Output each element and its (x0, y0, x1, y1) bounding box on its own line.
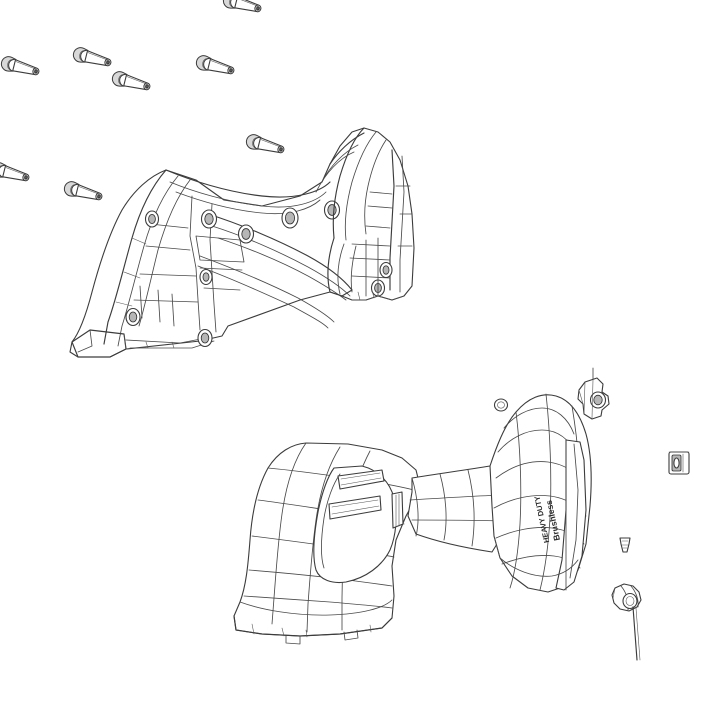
screw-5[interactable] (221, 0, 264, 16)
lever-part[interactable] (577, 367, 610, 420)
boss-hole-3 (237, 224, 255, 244)
screw-group (0, 0, 287, 204)
boss-hole-7 (125, 307, 141, 327)
boss-hole-2 (144, 210, 160, 228)
screw-2[interactable] (71, 45, 114, 70)
screw-6[interactable] (244, 132, 287, 157)
boss-hole-4 (281, 207, 299, 229)
vent-slots (313, 465, 404, 584)
tool-body-part[interactable]: Brushless HEAVY DUTY (233, 393, 592, 645)
top-pivot-button[interactable] (493, 398, 509, 412)
screw-3[interactable] (110, 69, 153, 94)
boss-hole-6 (199, 268, 213, 286)
boss-hole-8 (197, 328, 213, 348)
clamp-rod-part[interactable] (611, 583, 642, 661)
screw-4[interactable] (194, 53, 237, 78)
boss-hole-5 (323, 200, 341, 220)
boss-hole-rear-1 (379, 261, 393, 279)
screw-7[interactable] (0, 160, 32, 185)
set-screw-part[interactable] (619, 537, 631, 553)
boss-hole-1 (200, 209, 218, 229)
contact-block-part[interactable] (668, 451, 690, 475)
screw-1[interactable] (0, 54, 42, 79)
housing-half-part[interactable] (69, 127, 415, 358)
screw-8[interactable] (62, 179, 105, 204)
